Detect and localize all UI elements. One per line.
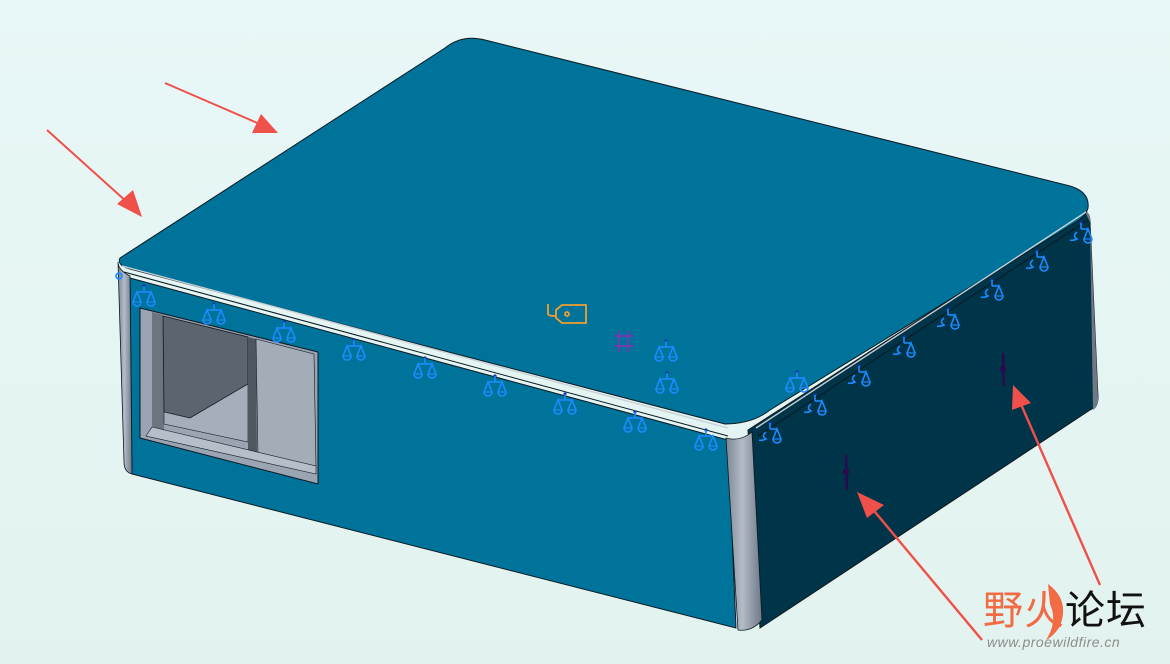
arrow-icon bbox=[164, 82, 278, 133]
right-back-fillet bbox=[1084, 210, 1099, 410]
tag-icon[interactable] bbox=[547, 304, 587, 324]
watermark-title-part1: 野火 bbox=[983, 589, 1065, 633]
front-right-corner-fillet bbox=[725, 431, 763, 631]
top-face[interactable] bbox=[118, 37, 1089, 425]
weld-marker-1[interactable] bbox=[999, 352, 1007, 388]
watermark-title: 野火论坛 bbox=[983, 578, 1147, 636]
watermark: 野火论坛 www.proewildfire.cn bbox=[983, 578, 1163, 658]
window-opening[interactable] bbox=[139, 307, 319, 485]
arrow-icon bbox=[46, 129, 142, 217]
flame-logo-icon bbox=[1046, 584, 1064, 640]
watermark-title-part2: 论坛 bbox=[1065, 589, 1147, 633]
annotation-arrows bbox=[46, 82, 1102, 641]
left-corner-fillet bbox=[117, 261, 133, 475]
arrow-icon bbox=[857, 492, 983, 641]
weld-marker-2[interactable] bbox=[842, 454, 850, 491]
partial-constraint-icon bbox=[115, 272, 123, 280]
watermark-url: www.proewildfire.cn bbox=[987, 634, 1121, 650]
grid-icon[interactable] bbox=[614, 331, 634, 352]
arrow-icon bbox=[1012, 385, 1102, 586]
